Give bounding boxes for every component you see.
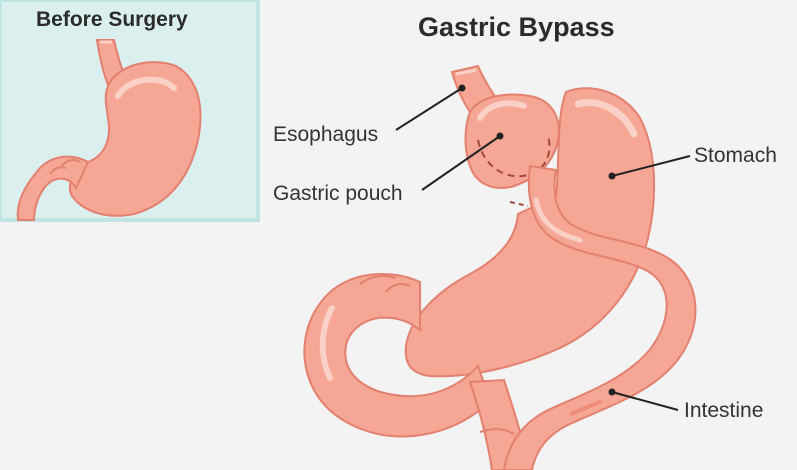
esophagus-leader-line — [395, 87, 463, 131]
intestine-leader-line — [611, 391, 679, 411]
remnant-stomach-shape — [404, 87, 656, 378]
gastric-pouch-label: Gastric pouch — [273, 182, 403, 205]
gastric-pouch-shape — [464, 93, 560, 189]
leader-lines — [395, 84, 691, 411]
esophagus-pointer-dot — [458, 84, 466, 92]
stomach-pointer-dot — [608, 172, 616, 180]
before-surgery-panel — [0, 0, 260, 222]
bypass-illustration — [303, 64, 697, 470]
before-stomach-illustration — [16, 39, 202, 221]
esophagus-label: Esophagus — [273, 123, 379, 146]
before-surgery-title: Before Surgery — [36, 8, 188, 31]
gastric-pouch-leader-line — [421, 135, 501, 191]
diagram-title: Gastric Bypass — [418, 12, 615, 42]
gastric-pouch-pointer-dot — [496, 132, 504, 140]
intestine-pointer-dot — [608, 388, 616, 396]
stomach-label: Stomach — [694, 144, 777, 167]
roux-limb-shape — [502, 164, 697, 470]
stomach-leader-line — [611, 155, 691, 177]
intestine-label: Intestine — [684, 399, 764, 422]
